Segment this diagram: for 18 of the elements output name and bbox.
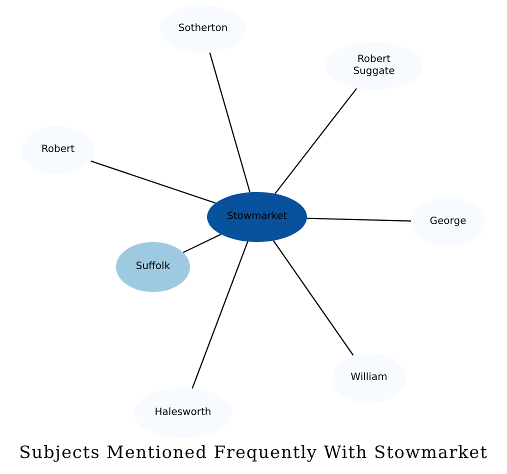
node-label: Robert xyxy=(41,144,75,156)
node-label: William xyxy=(350,372,388,384)
connector-line xyxy=(182,234,222,254)
connector-line xyxy=(272,240,354,356)
node-label: Sotherton xyxy=(178,23,228,35)
diagram-title: Subjects Mentioned Frequently With Stowmarket xyxy=(18,442,489,464)
connector-line xyxy=(274,88,358,194)
node-label: Halesworth xyxy=(154,407,212,419)
node-label: George xyxy=(430,216,466,228)
node-label: Stowmarket xyxy=(226,211,288,223)
node-label: Suffolk xyxy=(136,261,170,273)
connector-line xyxy=(192,241,248,389)
connector-line xyxy=(306,218,412,222)
connector-line xyxy=(209,52,250,192)
ellipse-node xyxy=(207,192,307,242)
connector-line xyxy=(90,160,216,204)
ellipse-node xyxy=(116,242,190,292)
node-label: Robert Suggate xyxy=(352,54,396,78)
